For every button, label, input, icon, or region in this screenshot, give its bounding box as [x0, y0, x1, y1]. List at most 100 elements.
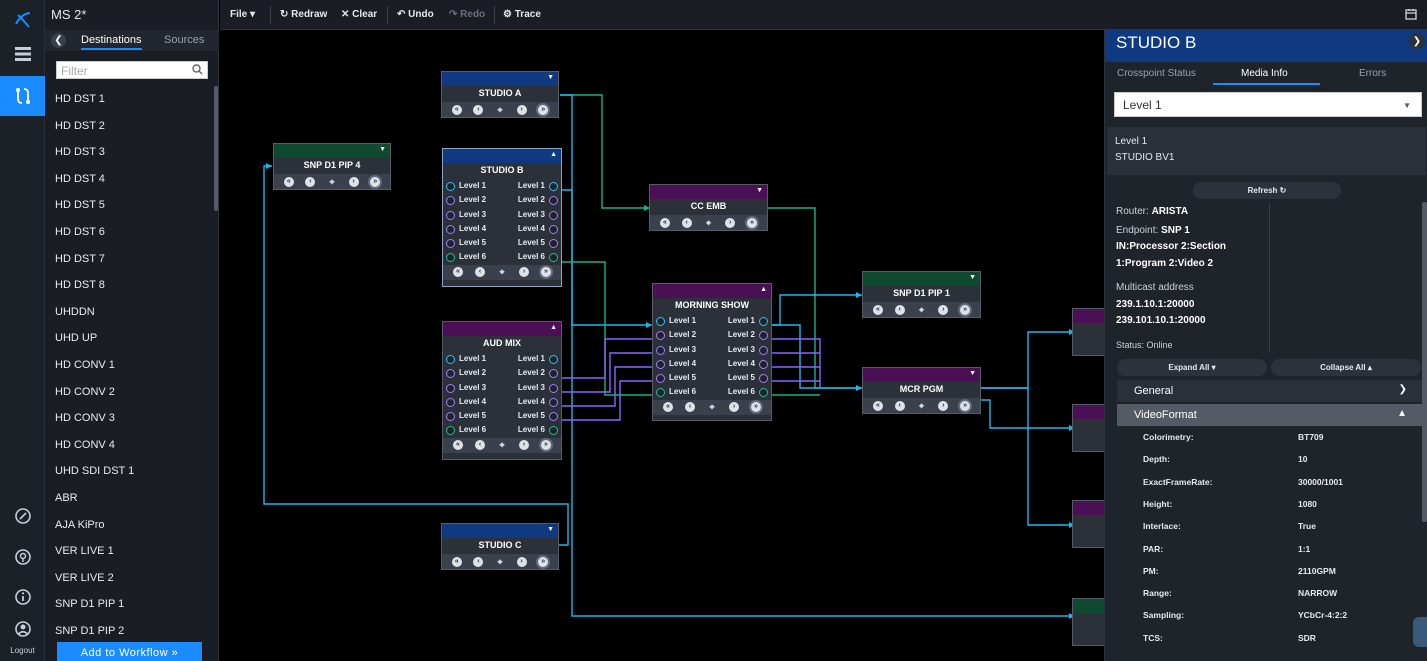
list-item[interactable]: SNP D1 PIP 2 — [55, 624, 125, 637]
file-menu-button[interactable]: File ▾ — [230, 9, 256, 20]
input-port-icon[interactable] — [656, 317, 665, 326]
node-header[interactable]: ▲ — [443, 322, 561, 336]
details-scrollbar[interactable] — [1422, 202, 1427, 522]
input-port-icon[interactable] — [656, 331, 665, 341]
back-icon[interactable]: ‹ — [685, 402, 695, 413]
input-port-icon[interactable] — [446, 210, 455, 220]
skip-back-icon[interactable]: « — [283, 176, 294, 187]
pin-icon[interactable]: ⌖ — [918, 400, 925, 411]
skip-forward-icon[interactable]: » — [960, 304, 971, 315]
skip-back-icon[interactable]: « — [451, 556, 462, 567]
forward-icon[interactable]: › — [938, 400, 949, 411]
pin-icon[interactable]: ⌖ — [499, 440, 505, 451]
input-port-icon[interactable] — [656, 374, 665, 384]
info-icon[interactable] — [0, 577, 45, 617]
skip-forward-icon[interactable]: » — [747, 217, 758, 228]
caret-up-icon[interactable]: ▲ — [550, 151, 557, 158]
output-port-icon[interactable] — [759, 317, 768, 326]
list-item[interactable]: HD DST 6 — [55, 225, 105, 238]
offscreen-node[interactable] — [1072, 598, 1104, 646]
node-studio-a[interactable]: ▼ STUDIO A «‹⌖›» — [441, 71, 559, 118]
collapse-all-button[interactable]: Collapse All ▴ — [1271, 359, 1421, 376]
refresh-button[interactable]: Refresh ↻ — [1193, 182, 1341, 199]
list-item[interactable]: HD DST 4 — [55, 172, 105, 185]
caret-down-icon[interactable]: ▼ — [547, 526, 554, 533]
output-port-icon[interactable] — [549, 412, 558, 422]
list-item[interactable]: HD DST 7 — [55, 252, 105, 265]
list-item[interactable]: VER LIVE 2 — [55, 571, 114, 584]
output-port-icon[interactable] — [759, 359, 768, 369]
redo-button[interactable]: ↷ Redo — [449, 9, 486, 20]
input-port-icon[interactable] — [656, 345, 665, 355]
list-item[interactable]: HD DST 1 — [55, 93, 105, 105]
input-port-icon[interactable] — [446, 397, 455, 407]
workflow-icon[interactable] — [0, 76, 45, 116]
output-port-icon[interactable] — [549, 210, 558, 220]
pin-icon[interactable]: ⌖ — [709, 402, 715, 413]
filter-input[interactable] — [57, 63, 187, 79]
gauge-icon[interactable] — [0, 496, 45, 536]
node-header[interactable]: ▼ — [274, 144, 390, 158]
input-port-icon[interactable] — [446, 224, 455, 234]
chat-icon[interactable] — [1413, 617, 1427, 647]
list-item[interactable]: HD CONV 1 — [55, 358, 115, 371]
back-icon[interactable]: ‹ — [681, 217, 692, 228]
input-port-icon[interactable] — [656, 359, 665, 369]
skip-back-icon[interactable]: « — [659, 217, 670, 228]
forward-icon[interactable]: › — [519, 267, 529, 278]
output-port-icon[interactable] — [549, 239, 558, 249]
expand-all-button[interactable]: Expand All ▾ — [1117, 359, 1267, 376]
output-port-icon[interactable] — [759, 388, 768, 398]
pin-icon[interactable]: ⌖ — [499, 267, 505, 278]
offscreen-node[interactable] — [1072, 308, 1104, 356]
workflow-canvas[interactable]: ▼ STUDIO A «‹⌖›» ▼ SNP D1 PIP 4 «‹⌖›» ▲ … — [220, 30, 1104, 661]
input-port-icon[interactable] — [446, 355, 455, 364]
add-to-workflow-button[interactable]: Add to Workflow » — [57, 642, 202, 661]
node-header[interactable]: ▲ — [653, 284, 771, 298]
node-cc-emb[interactable]: ▼ CC EMB «‹⌖›» — [649, 184, 768, 231]
skip-forward-icon[interactable]: » — [960, 400, 971, 411]
node-header[interactable]: ▲ — [443, 149, 561, 163]
skip-back-icon[interactable]: « — [453, 440, 463, 451]
output-port-icon[interactable] — [549, 253, 558, 263]
logout-label[interactable]: Logout — [10, 646, 35, 655]
input-port-icon[interactable] — [446, 239, 455, 249]
pin-icon[interactable]: ⌖ — [497, 104, 503, 115]
list-scrollbar[interactable] — [214, 86, 218, 211]
input-port-icon[interactable] — [446, 412, 455, 422]
caret-down-icon[interactable]: ▼ — [756, 187, 763, 194]
forward-icon[interactable]: › — [725, 217, 736, 228]
back-icon[interactable]: ‹ — [894, 400, 905, 411]
tab-sources[interactable]: Sources — [164, 34, 205, 46]
list-item[interactable]: HD DST 3 — [55, 146, 105, 159]
skip-back-icon[interactable]: « — [453, 267, 463, 278]
node-header[interactable]: ▼ — [442, 524, 558, 538]
chevron-left-icon[interactable]: ❮ — [51, 33, 66, 48]
skip-forward-icon[interactable]: » — [751, 402, 761, 413]
logout-icon[interactable] — [0, 616, 45, 642]
skip-forward-icon[interactable]: » — [370, 176, 381, 187]
tab-media-info[interactable]: Media Info — [1241, 68, 1288, 79]
input-port-icon[interactable] — [446, 253, 455, 263]
back-icon[interactable]: ‹ — [475, 440, 485, 451]
input-port-icon[interactable] — [446, 383, 455, 393]
list-item[interactable]: UHD SDI DST 1 — [55, 465, 135, 478]
forward-icon[interactable]: › — [519, 440, 529, 451]
caret-up-icon[interactable]: ▲ — [550, 324, 557, 331]
output-port-icon[interactable] — [549, 383, 558, 393]
caret-up-icon[interactable]: ▲ — [760, 286, 767, 293]
list-item[interactable]: AJA KiPro — [55, 518, 105, 531]
input-port-icon[interactable] — [656, 388, 665, 398]
output-port-icon[interactable] — [549, 196, 558, 206]
node-studio-c[interactable]: ▼ STUDIO C «‹⌖›» — [441, 523, 559, 570]
node-header[interactable]: ▼ — [650, 185, 767, 199]
list-item[interactable]: UHD UP — [55, 332, 98, 345]
list-item[interactable]: HD DST 5 — [55, 199, 105, 212]
forward-icon[interactable]: › — [516, 556, 527, 567]
back-icon[interactable]: ‹ — [473, 556, 484, 567]
trace-button[interactable]: ⚙ Trace — [503, 9, 541, 20]
forward-icon[interactable]: › — [938, 304, 949, 315]
list-item[interactable]: HD CONV 2 — [55, 385, 115, 398]
output-port-icon[interactable] — [549, 369, 558, 379]
